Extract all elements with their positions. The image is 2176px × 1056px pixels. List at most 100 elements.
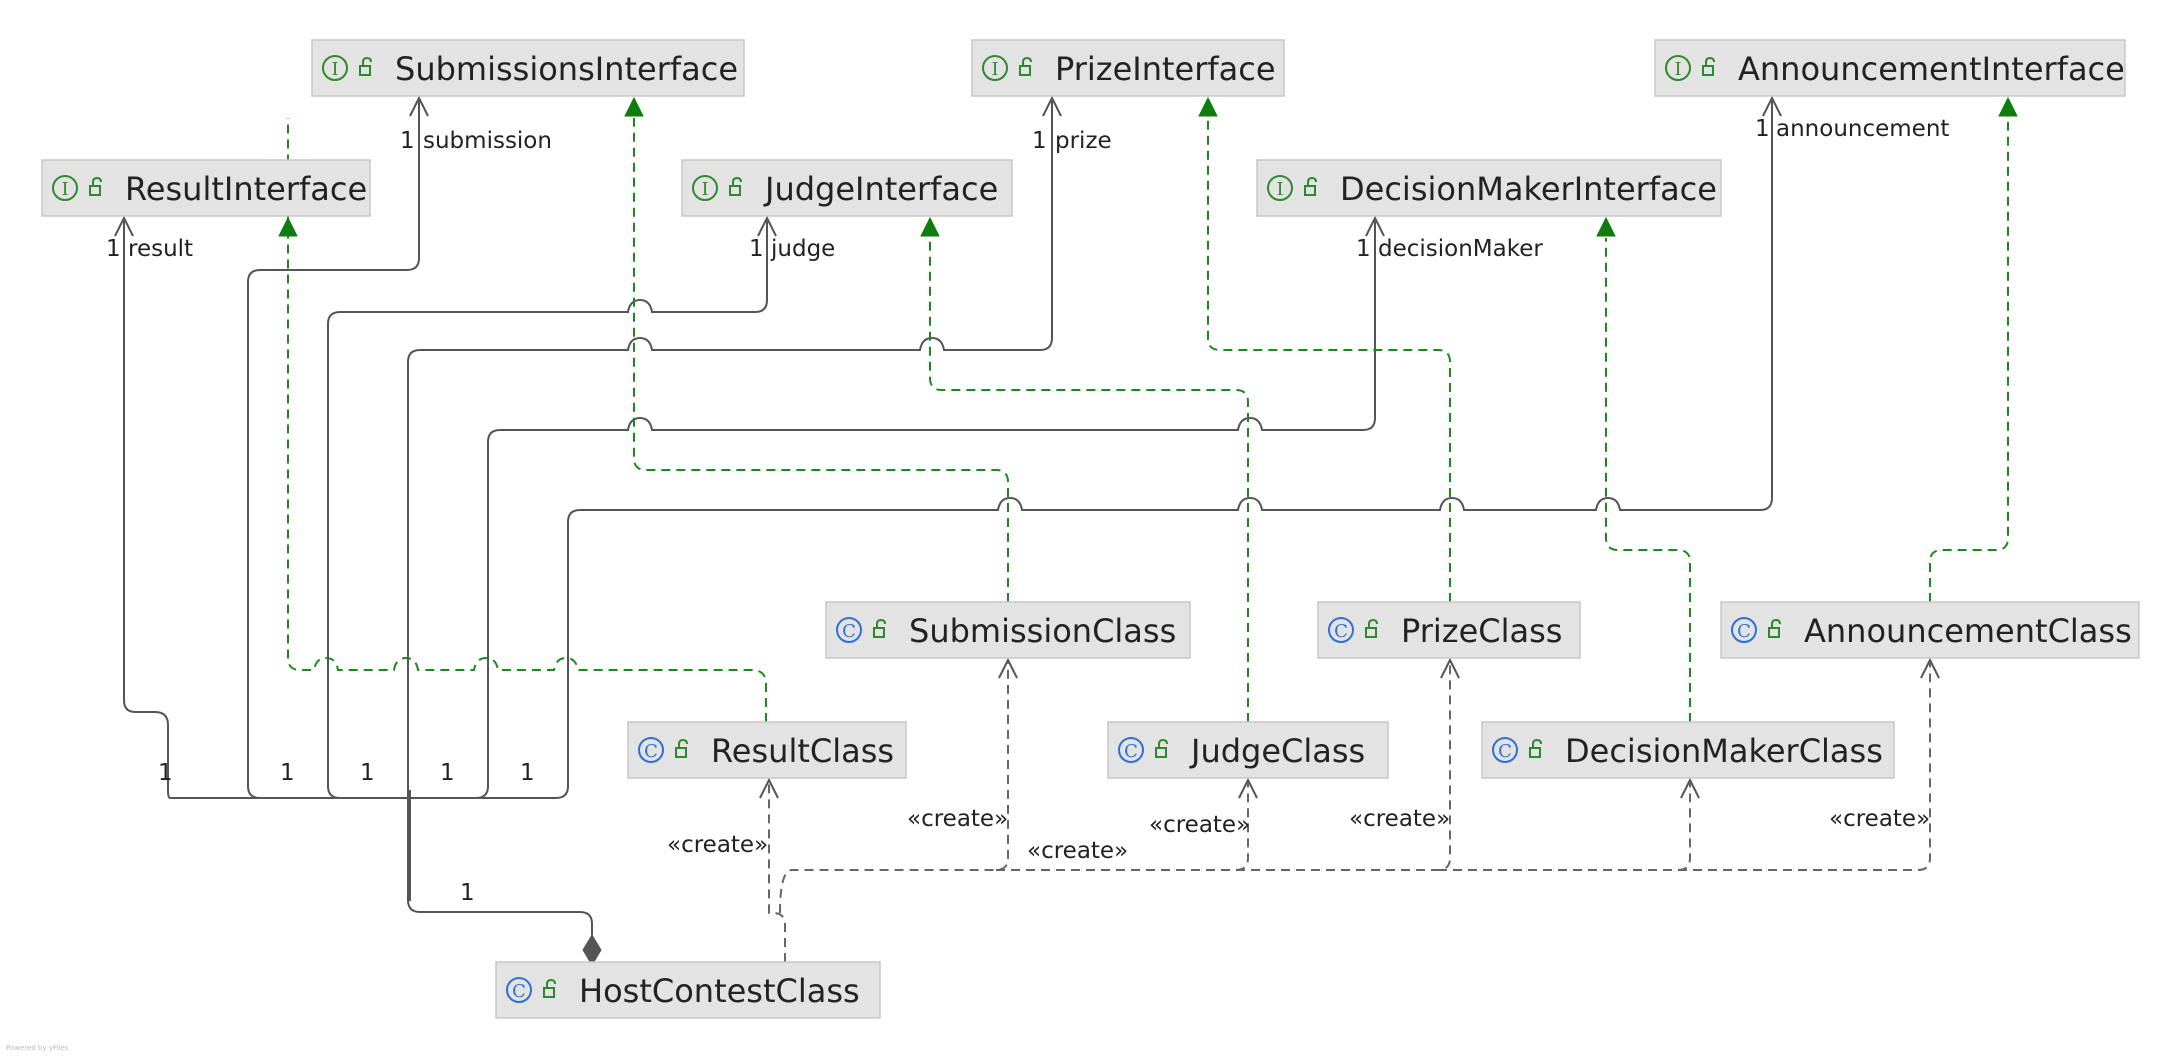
decision-maker-role-label: decisionMaker xyxy=(1378,236,1543,262)
unlock-icon xyxy=(1529,738,1542,758)
realization-result-line xyxy=(287,118,767,722)
association-edges xyxy=(114,95,1782,966)
class-badge-icon xyxy=(1118,737,1144,763)
node-host-contest-class[interactable]: C HostContestClass xyxy=(495,961,881,1019)
create-prize-label: «create» xyxy=(1149,812,1250,838)
node-label: AnnouncementInterface xyxy=(1738,50,2125,88)
judge-multiplicity: 1 xyxy=(749,236,764,262)
create-prize-arrowhead xyxy=(1440,657,1460,679)
realization-submission-arrowhead xyxy=(624,96,644,117)
interface-badge-letter: I xyxy=(1674,59,1681,80)
unlock-icon xyxy=(675,738,688,758)
interface-badge-icon xyxy=(692,175,718,201)
realization-announcement-arrowhead xyxy=(1998,96,2018,117)
create-result-line xyxy=(768,780,786,962)
node-prize-interface[interactable]: I PrizeInterface xyxy=(971,39,1285,97)
node-submissions-interface[interactable]: I SubmissionsInterface xyxy=(311,39,745,97)
node-label: HostContestClass xyxy=(579,972,860,1010)
unlock-icon xyxy=(543,978,556,998)
class-badge-letter: C xyxy=(512,981,526,1002)
interface-badge-icon xyxy=(982,55,1008,81)
decision-maker-source-multiplicity: 1 xyxy=(520,760,535,786)
node-label: JudgeInterface xyxy=(763,170,998,208)
association-result-line xyxy=(123,218,411,901)
unlock-icon xyxy=(1155,738,1168,758)
class-badge-icon xyxy=(506,977,532,1003)
composition-line xyxy=(407,790,593,935)
edge-labels: 1 result 1 submission 1 judge 1 prize 1 … xyxy=(106,116,1949,906)
unlock-icon xyxy=(89,176,102,196)
decision-maker-multiplicity: 1 xyxy=(1356,236,1371,262)
node-prize-class[interactable]: C PrizeClass xyxy=(1317,601,1581,659)
node-label: PrizeClass xyxy=(1401,612,1562,650)
composition-diamond xyxy=(582,934,602,966)
submission-source-multiplicity: 1 xyxy=(280,760,295,786)
node-result-class[interactable]: C ResultClass xyxy=(627,721,907,779)
node-label: DecisionMakerInterface xyxy=(1340,170,1717,208)
result-source-multiplicity: 1 xyxy=(158,760,173,786)
announcement-multiplicity: 1 xyxy=(1755,116,1770,142)
node-submission-class[interactable]: C SubmissionClass xyxy=(825,601,1191,659)
create-judge-arrowhead xyxy=(1238,777,1258,799)
unlock-icon xyxy=(1768,618,1781,638)
judge-role-label: judge xyxy=(770,236,835,262)
unlock-icon xyxy=(729,176,742,196)
create-submission-label: «create» xyxy=(907,806,1008,832)
node-announcement-interface[interactable]: I AnnouncementInterface xyxy=(1654,39,2126,97)
create-decision-maker-line xyxy=(1438,780,1691,871)
interface-badge-letter: I xyxy=(331,59,338,80)
node-announcement-class[interactable]: C AnnouncementClass xyxy=(1720,601,2140,659)
class-badge-icon xyxy=(836,617,862,643)
class-badge-letter: C xyxy=(1737,621,1751,642)
interface-badge-letter: I xyxy=(701,179,708,200)
class-badge-icon xyxy=(1731,617,1757,643)
node-label: ResultClass xyxy=(711,732,894,770)
create-submission-line xyxy=(779,660,1009,914)
realization-decision-maker-line xyxy=(1605,238,1691,722)
prize-multiplicity: 1 xyxy=(1032,128,1047,154)
interface-badge-icon xyxy=(52,175,78,201)
association-prize-line xyxy=(407,98,1053,790)
node-decision-maker-class[interactable]: C DecisionMakerClass xyxy=(1481,721,1895,779)
class-badge-letter: C xyxy=(842,621,856,642)
submission-role-label: submission xyxy=(423,128,552,154)
unlock-icon xyxy=(1365,618,1378,638)
unlock-icon xyxy=(873,618,886,638)
node-decision-maker-interface[interactable]: I DecisionMakerInterface xyxy=(1256,159,1722,217)
node-label: AnnouncementClass xyxy=(1804,612,2132,650)
unlock-icon xyxy=(1304,176,1317,196)
create-announcement-label: «create» xyxy=(1829,806,1930,832)
footer-credit: Powered by yFiles xyxy=(6,1044,69,1052)
result-role-label: result xyxy=(128,236,193,262)
judge-source-multiplicity: 1 xyxy=(360,760,375,786)
class-badge-icon xyxy=(638,737,664,763)
interface-badge-letter: I xyxy=(991,59,998,80)
association-submission-line xyxy=(247,98,420,799)
class-badge-letter: C xyxy=(1334,621,1348,642)
interface-badge-icon xyxy=(1665,55,1691,81)
realization-judge-arrowhead xyxy=(920,216,940,237)
realization-prize-arrowhead xyxy=(1198,96,1218,117)
association-decision-maker-line xyxy=(408,218,1376,799)
create-result-label: «create» xyxy=(667,832,768,858)
class-badge-letter: C xyxy=(1124,741,1138,762)
node-judge-interface[interactable]: I JudgeInterface xyxy=(681,159,1013,217)
class-badge-letter: C xyxy=(644,741,658,762)
composition-multiplicity: 1 xyxy=(460,880,475,906)
node-result-interface[interactable]: I ResultInterface xyxy=(41,159,371,217)
class-badge-letter: C xyxy=(1498,741,1512,762)
node-judge-class[interactable]: C JudgeClass xyxy=(1107,721,1389,779)
node-label: SubmissionsInterface xyxy=(395,50,738,88)
node-label: JudgeClass xyxy=(1189,732,1365,770)
class-badge-icon xyxy=(1328,617,1354,643)
interface-badge-icon xyxy=(322,55,348,81)
create-decision-maker-arrowhead xyxy=(1680,777,1700,799)
association-judge-arrowhead xyxy=(757,215,777,237)
result-multiplicity: 1 xyxy=(106,236,121,262)
create-decision-maker-label: «create» xyxy=(1349,806,1450,832)
create-result-arrowhead xyxy=(759,777,779,799)
create-submission-arrowhead xyxy=(998,657,1018,679)
create-judge-label: «create» xyxy=(1027,838,1128,864)
node-label: ResultInterface xyxy=(125,170,367,208)
